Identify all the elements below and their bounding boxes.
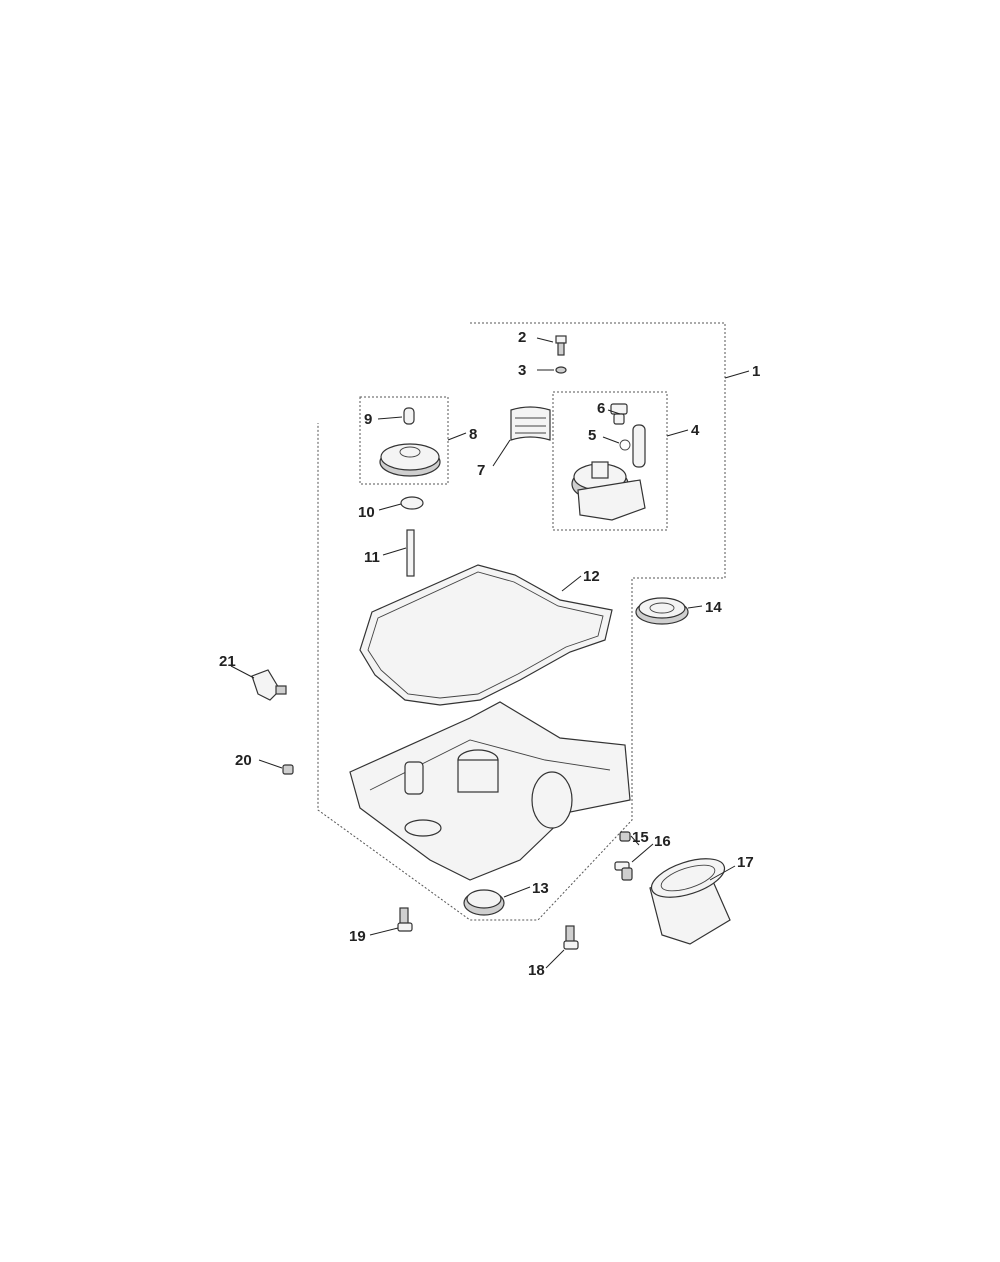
drain-plug-16-part (614, 861, 633, 881)
oil-pump-4-part (571, 461, 646, 521)
leader-5 (602, 436, 620, 444)
o-ring-5-part (619, 439, 631, 451)
pin-9-part (403, 407, 415, 425)
leader-20 (258, 759, 283, 769)
callout-5: 5 (588, 427, 596, 444)
callout-19: 19 (349, 928, 366, 945)
leader-19 (369, 927, 399, 936)
callout-6: 6 (597, 400, 605, 417)
leader-12 (561, 575, 582, 592)
leader-10 (378, 503, 402, 511)
oil-pickup-6-part (610, 403, 646, 468)
oil-pan-part (349, 701, 631, 881)
leader-8 (447, 432, 467, 441)
assembly-1-boundary (317, 322, 726, 921)
callout-20: 20 (235, 752, 252, 769)
callout-9: 9 (364, 411, 372, 428)
leader-11 (382, 547, 407, 556)
leader-16 (631, 843, 654, 863)
leader-4 (666, 429, 689, 437)
leader-1 (724, 370, 750, 379)
leader-18 (545, 949, 565, 969)
callout-21: 21 (219, 653, 236, 670)
leader-2 (536, 337, 554, 343)
parts (251, 335, 731, 950)
subassembly-4-box (552, 391, 668, 531)
callout-2: 2 (518, 329, 526, 346)
washer-3-part (555, 366, 567, 374)
callout-18: 18 (528, 962, 545, 979)
gear-8-part (379, 443, 441, 477)
leader-14 (687, 605, 703, 609)
callout-13: 13 (532, 880, 549, 897)
bearing-shell-7-part (510, 406, 551, 441)
oil-sensor-21-part (251, 669, 287, 701)
leader-9 (377, 416, 403, 420)
subassembly-8-box (359, 396, 449, 485)
callout-11: 11 (364, 549, 380, 566)
callout-7: 7 (477, 462, 485, 479)
leader-21 (230, 665, 255, 679)
callout-4: 4 (691, 422, 700, 439)
plug-20-part (282, 764, 294, 775)
oil-filter-17-part (649, 858, 731, 945)
seal-13-part (463, 889, 505, 916)
callout-15: 15 (632, 829, 649, 846)
group-boundaries (317, 322, 726, 921)
leader-6 (607, 409, 621, 415)
callout-10: 10 (358, 504, 375, 521)
seal-14-part (635, 597, 689, 625)
leader-7 (492, 439, 511, 467)
callout-12: 12 (583, 568, 600, 585)
callout-14: 14 (705, 599, 722, 616)
callout-17: 17 (737, 854, 754, 871)
leader-13 (503, 886, 531, 898)
stud-11-part (406, 529, 415, 577)
leader-17 (709, 865, 736, 881)
leader-15 (630, 835, 640, 846)
leader-lines (230, 337, 750, 969)
callout-labels: 1 2 3 4 5 6 7 8 9 10 11 12 13 14 15 16 1… (219, 329, 760, 979)
gasket-12-part (359, 564, 613, 706)
bolt-2-part (555, 335, 567, 356)
callout-8: 8 (469, 426, 477, 443)
nut-15-part (619, 831, 631, 842)
washer-10-part (400, 496, 424, 510)
callout-3: 3 (518, 362, 526, 379)
bolt-18-part (563, 925, 579, 950)
callout-16: 16 (654, 833, 671, 850)
bolt-19-part (397, 907, 413, 932)
callout-1: 1 (752, 363, 760, 380)
